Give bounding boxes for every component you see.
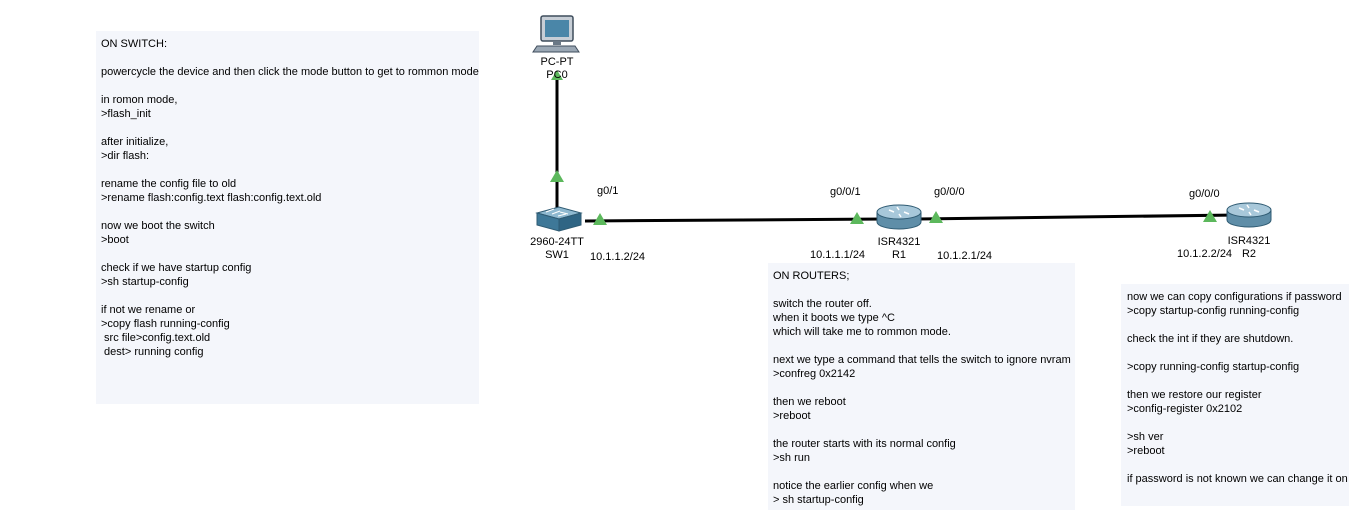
note-line: when it boots we type ^C: [773, 312, 895, 324]
interface-label-sw1: g0/1: [597, 185, 619, 197]
note-line: if not we rename or: [101, 304, 196, 316]
note-line: > sh startup-config: [773, 494, 864, 506]
note-line: >copy startup-config running-config: [1127, 305, 1300, 317]
note-line: >confreg 0x2142: [773, 368, 856, 380]
note-line: powercycle the device and then click the…: [101, 66, 479, 78]
note-line: >reboot: [1127, 445, 1165, 457]
sw1-model: 2960-24TT: [530, 236, 584, 248]
r2-name: R2: [1241, 248, 1257, 260]
note-line: >dir flash:: [101, 150, 149, 162]
sw1-name: SW1: [545, 249, 569, 261]
note-line: if password is not known we can change i…: [1127, 473, 1348, 485]
link-r1-r2[interactable]: [917, 213, 1239, 221]
note-line: >flash_init: [101, 108, 151, 120]
note-line: >sh startup-config: [101, 276, 189, 288]
ip-label-r1-left: 10.1.1.1/24: [810, 249, 866, 261]
link-status-sw1-g0-1: [593, 213, 607, 225]
note-line: the router starts with its normal config: [773, 438, 956, 450]
note-routers[interactable]: ON ROUTERS; switch the router off. when it…: [768, 263, 1075, 510]
note-line: switch the router off.: [773, 298, 872, 310]
sw1-label: 2960-24TT SW1: [522, 236, 592, 262]
ip-label-sw1: 10.1.1.2/24: [590, 251, 646, 263]
r2-model: ISR4321: [1227, 235, 1271, 247]
note-line: now we can copy configurations if passwo…: [1127, 291, 1342, 303]
note-line: check if we have startup config: [101, 262, 252, 274]
pc0-label: PC-PT PC0: [527, 56, 587, 82]
note-line: now we boot the switch: [101, 220, 215, 232]
r2-label: ISR4321 R2: [1219, 235, 1279, 261]
router-icon[interactable]: [876, 204, 922, 230]
r1-model: ISR4321: [877, 236, 921, 248]
link-status-pc0: [551, 70, 563, 80]
ip-label-r2: 10.1.2.2/24: [1177, 248, 1233, 260]
router-icon[interactable]: [1226, 202, 1272, 228]
r1-name: R1: [891, 249, 907, 261]
link-status-r1-g0-0-1: [850, 212, 864, 224]
link-status-sw1-up: [550, 170, 564, 182]
note-line: ON ROUTERS;: [773, 270, 850, 282]
note-right[interactable]: now we can copy configurations if passwo…: [1121, 284, 1349, 506]
note-line: rename the config file to old: [101, 178, 237, 190]
link-status-r2-g0-0-0: [1203, 210, 1217, 222]
note-line: >config-register 0x2102: [1127, 403, 1243, 415]
note-line: >rename flash:config.text flash:config.t…: [101, 192, 322, 204]
interface-label-r1-left: g0/0/1: [830, 186, 861, 198]
note-switch[interactable]: ON SWITCH: powercycle the device and then…: [96, 31, 479, 404]
note-line: ON SWITCH:: [101, 38, 167, 50]
ip-label-r1-right: 10.1.2.1/24: [937, 250, 993, 262]
note-line: which will take me to rommon mode.: [773, 326, 951, 338]
pc0-model: PC-PT: [540, 56, 574, 68]
pc0-name: PC0: [546, 69, 568, 81]
note-line: >sh ver: [1127, 431, 1164, 443]
pc-icon[interactable]: [532, 15, 580, 53]
interface-label-r1-right: g0/0/0: [934, 186, 965, 198]
note-line: then we restore our register: [1127, 389, 1262, 401]
note-line: check the int if they are shutdown.: [1127, 333, 1294, 345]
link-sw1-r1[interactable]: [584, 217, 886, 223]
note-line: next we type a command that tells the sw…: [773, 354, 1071, 366]
note-line: >sh run: [773, 452, 810, 464]
link-status-r1-g0-0-0: [929, 211, 943, 223]
note-line: >boot: [101, 234, 129, 246]
switch-icon[interactable]: [535, 206, 583, 232]
interface-label-r2: g0/0/0: [1189, 188, 1220, 200]
note-line: then we reboot: [773, 396, 846, 408]
note-line: dest> running config: [101, 346, 204, 358]
note-line: >copy flash running-config: [101, 318, 230, 330]
note-line: after initialize,: [101, 136, 169, 148]
r1-label: ISR4321 R1: [869, 236, 929, 262]
note-line: in romon mode,: [101, 94, 178, 106]
note-line: notice the earlier config when we: [773, 480, 934, 492]
note-line: >copy running-config startup-config: [1127, 361, 1300, 373]
note-line: src file>config.text.old: [101, 332, 211, 344]
note-line: >reboot: [773, 410, 811, 422]
